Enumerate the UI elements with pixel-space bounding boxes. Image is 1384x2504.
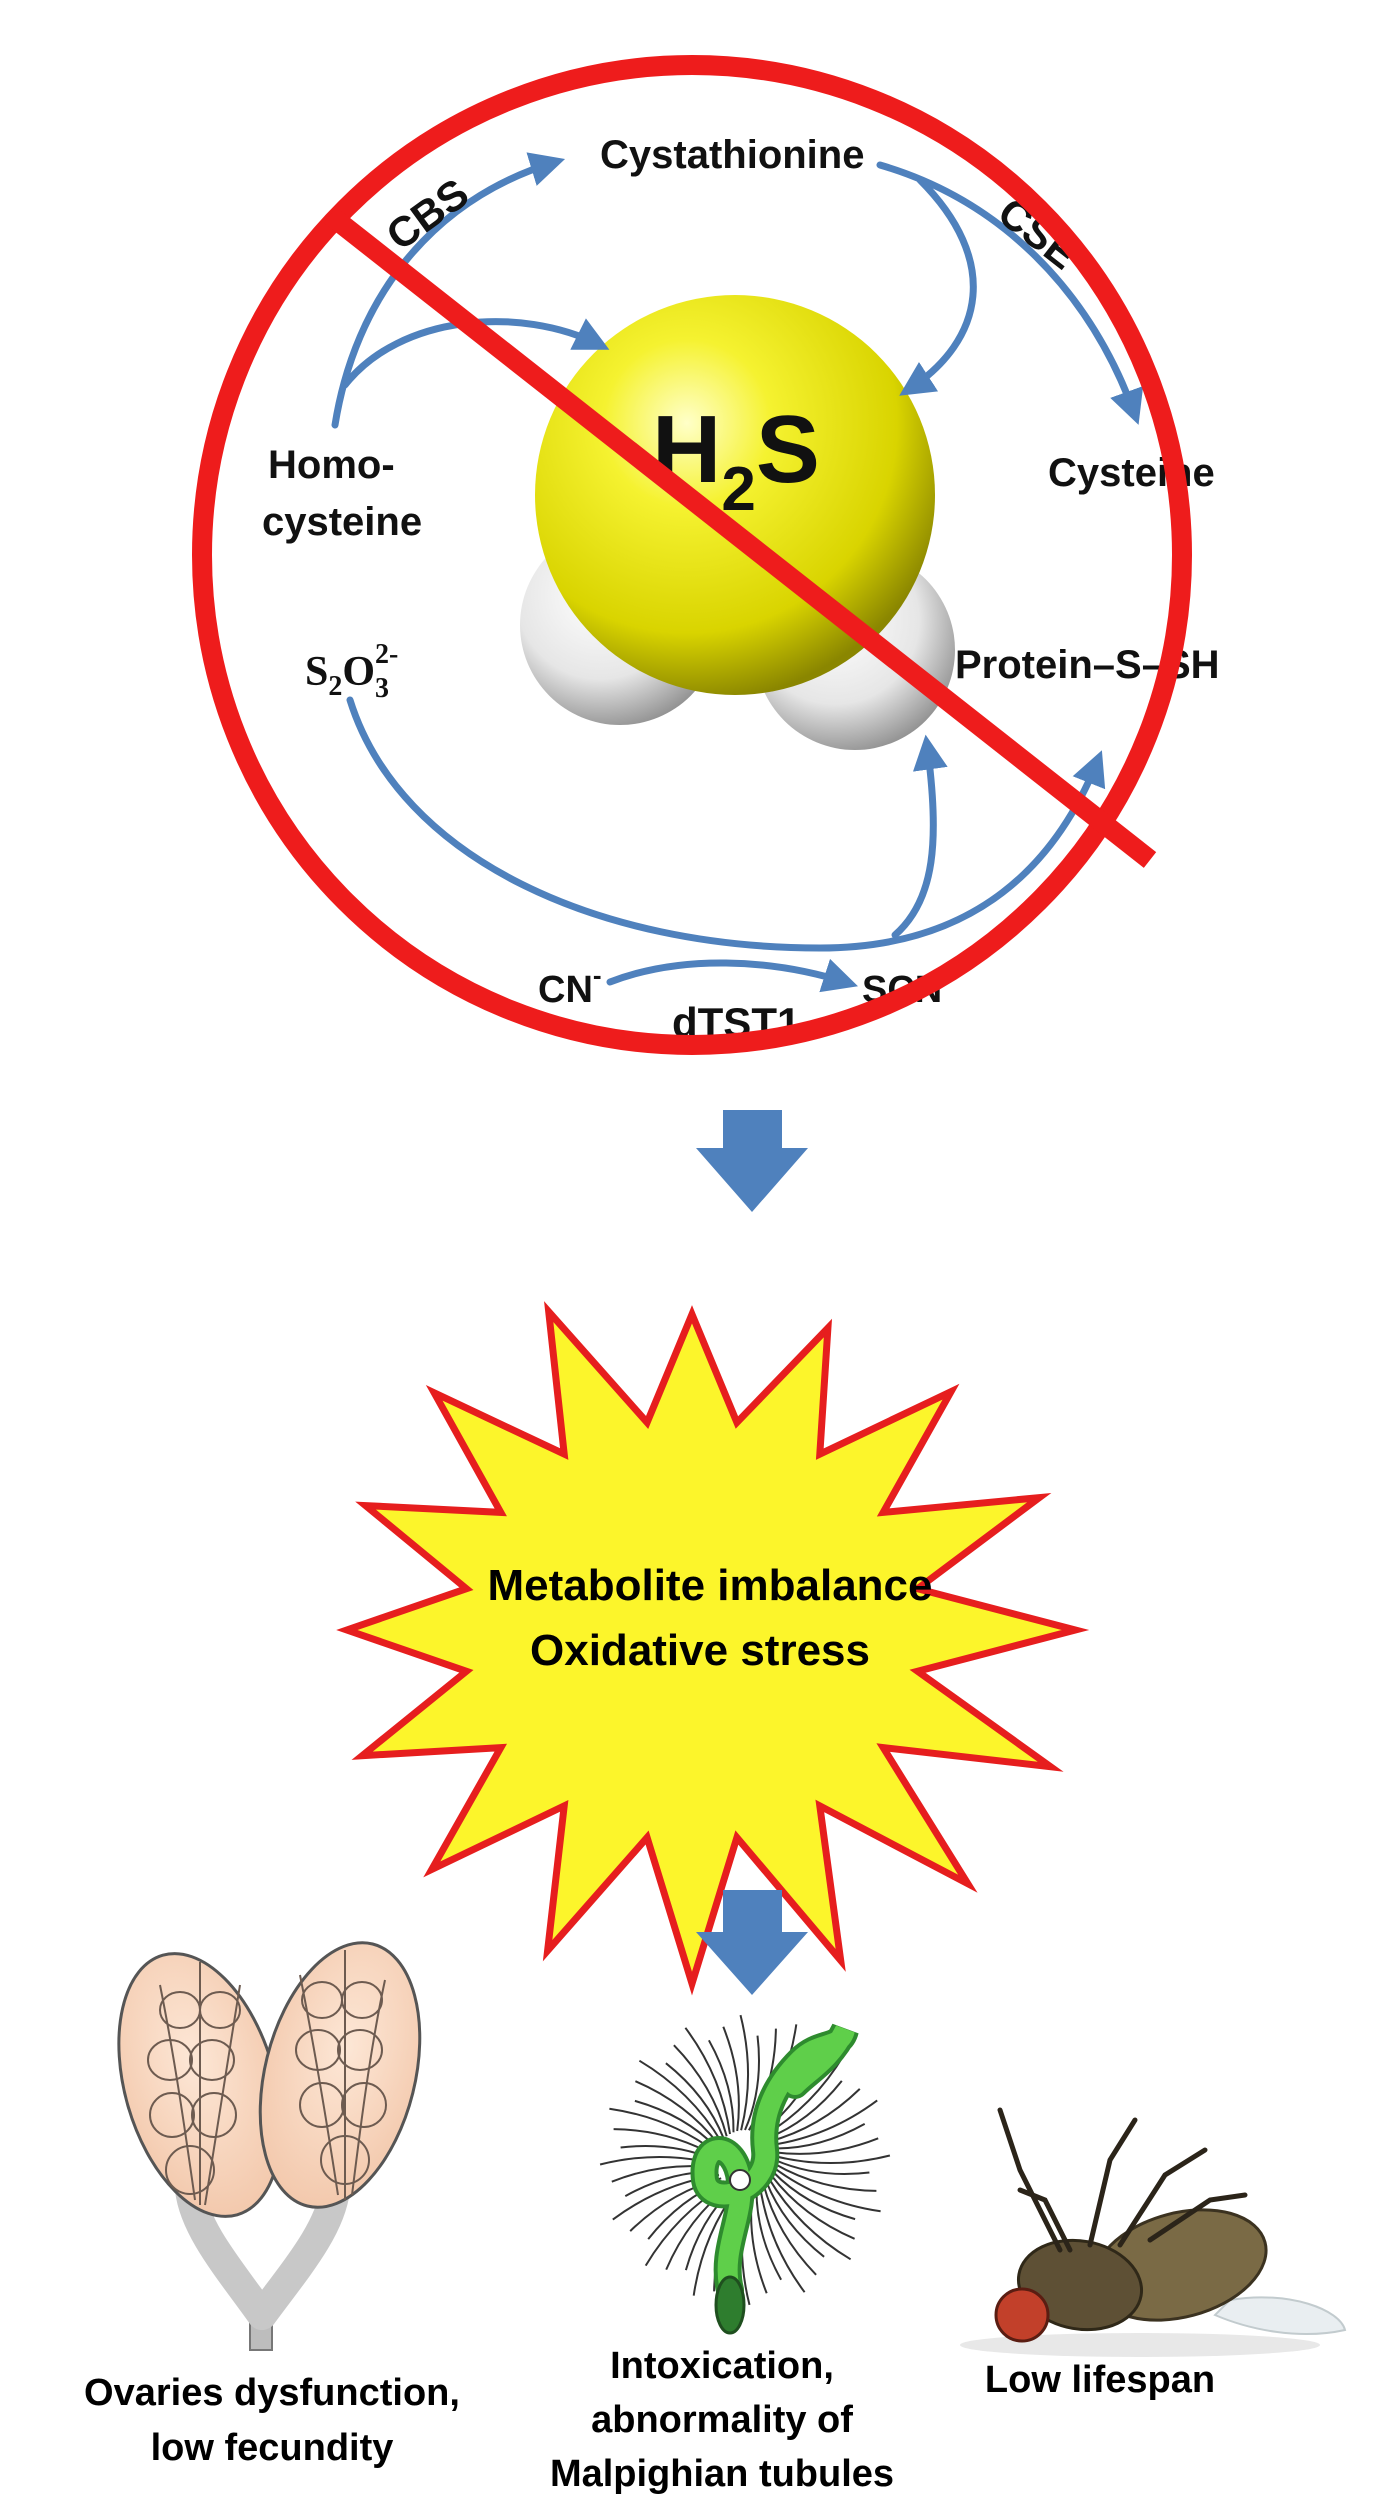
tubule-ray: [771, 2170, 856, 2221]
arrow-cystathionine-to-h2s: [899, 176, 977, 396]
tubule-ray: [744, 2035, 760, 2131]
dead-fly-icon: [960, 2107, 1347, 2357]
arrow-to-protein-branch: [891, 734, 948, 939]
tubule-ray: [665, 2062, 725, 2140]
tubule-ray: [767, 2177, 852, 2261]
starburst-line1: Metabolite imbalance: [487, 1561, 932, 1610]
cbs-enzyme-label: CBS: [378, 169, 477, 259]
ovaries-icon: [117, 1941, 422, 2351]
tubule-ray: [635, 2080, 720, 2146]
tubule-ray: [765, 2180, 825, 2258]
starburst-line2: Oxidative stress: [530, 1626, 870, 1675]
outcome-tubules-line1: Intoxication,: [610, 2345, 834, 2387]
sulfur-atom: [535, 295, 935, 695]
down-arrow-1: [696, 1110, 808, 1212]
homocysteine-label-line1: Homo-: [268, 443, 395, 487]
stress-starburst: Metabolite imbalance Oxidative stress: [336, 1301, 1090, 1996]
prohibition-sign: [192, 55, 1192, 1055]
cyanide-label: CN-: [538, 960, 602, 1011]
cystathionine-label: Cystathionine: [600, 133, 864, 177]
tubule-ray: [773, 2137, 879, 2155]
h2s-formula: H2S: [652, 396, 820, 524]
malpighian-tubules-icon: [599, 2014, 891, 2335]
cysteine-label: Cysteine: [1048, 451, 1215, 495]
tubule-ray: [722, 2026, 740, 2132]
prohibition-slash: [323, 207, 1157, 868]
tubule-ray: [774, 2154, 891, 2165]
tubule-ray: [773, 2166, 881, 2213]
arrow-thiosulfate-curve: [346, 696, 1106, 952]
tubule-ray: [774, 2159, 870, 2175]
tubule-ray: [770, 2174, 855, 2240]
outcome-tubules-line2: abnormality of: [591, 2399, 853, 2441]
tubule-ray: [768, 2088, 861, 2143]
tubule-ray: [638, 2059, 723, 2143]
arrow-cyanide-to-thiocyanate: [606, 958, 858, 993]
tubule-ray: [770, 2099, 878, 2146]
homocysteine-label-line2: cysteine: [262, 500, 422, 544]
h2s-molecule: H2S: [520, 295, 955, 750]
prohibition-circle: [192, 55, 1192, 1055]
tubule-ray: [708, 2039, 735, 2133]
tubule-ray: [739, 2014, 750, 2131]
pathway-arrows: [331, 152, 1144, 993]
tubule-ray: [673, 2044, 728, 2137]
outcome-tubules-line3: Malpighian tubules: [550, 2453, 894, 2495]
tubule-ray: [759, 2185, 806, 2293]
tubule-ray: [774, 2163, 877, 2192]
outcome-ovaries-line1: Ovaries dysfunction,: [84, 2372, 460, 2414]
thiosulfate-label: S2O32-: [305, 639, 398, 704]
starburst-shape: [336, 1301, 1090, 1996]
outcome-lifespan-line1: Low lifespan: [985, 2359, 1215, 2401]
arrow-homocysteine-to-cystathionine: [331, 152, 566, 429]
outcome-ovaries-line2: low fecundity: [151, 2427, 394, 2469]
tubule-ray: [772, 2123, 866, 2150]
tubule-ray: [762, 2183, 817, 2276]
down-arrow-2: [696, 1890, 808, 1995]
tubule-ray: [684, 2027, 731, 2135]
